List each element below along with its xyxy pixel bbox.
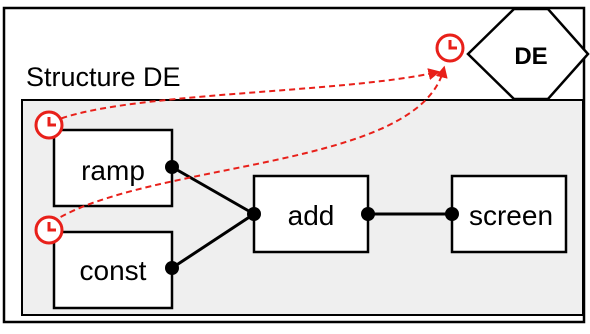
dashed-link-ramp-to-de <box>51 68 441 123</box>
port-screen-input[interactable] <box>445 207 459 221</box>
dashed-link-const-to-de <box>51 65 448 223</box>
actor-add-label: add <box>288 200 335 231</box>
clock-icon <box>34 110 64 140</box>
port-const-output[interactable] <box>165 261 179 275</box>
director-de-shape[interactable] <box>466 7 590 101</box>
actor-screen-label: screen <box>469 200 553 231</box>
director-de-label: DE <box>514 43 547 70</box>
actor-const[interactable]: const <box>52 230 174 310</box>
port-ramp-output[interactable] <box>165 160 179 174</box>
link-ramp-add <box>171 165 255 216</box>
clock-icon <box>34 215 64 245</box>
port-add-output[interactable] <box>361 207 375 221</box>
actor-ramp-label: ramp <box>81 155 145 186</box>
actor-screen[interactable]: screen <box>450 174 568 254</box>
clock-icon <box>435 33 465 63</box>
actor-ramp[interactable]: ramp <box>52 128 174 208</box>
actor-const-label: const <box>80 255 147 286</box>
port-add-input[interactable] <box>247 207 261 221</box>
link-const-add <box>171 212 255 270</box>
structure-label: Structure DE <box>26 62 181 92</box>
actor-add[interactable]: add <box>252 174 370 254</box>
